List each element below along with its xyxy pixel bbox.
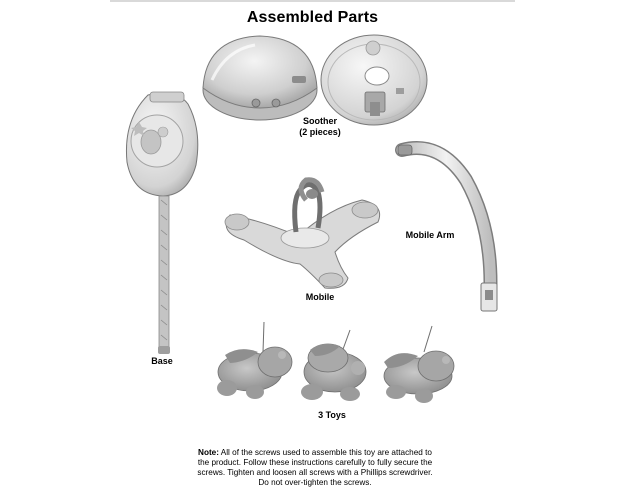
- note-line-1: All of the screws used to assemble this …: [218, 448, 432, 457]
- mobile-part: [224, 177, 381, 289]
- base-part: [125, 91, 199, 354]
- soother-label-line1: Soother: [302, 116, 337, 126]
- mobile-label: Mobile: [305, 292, 335, 302]
- note-line-2: the product. Follow these instructions c…: [197, 458, 433, 467]
- toy-1: [217, 321, 293, 399]
- toy-2: [301, 329, 367, 401]
- note-lead: Note:: [198, 448, 219, 457]
- note-line-4: Do not over-tighten the screws.: [258, 478, 372, 487]
- top-divider: [110, 0, 515, 2]
- assembly-note: Note: All of the screws used to assemble…: [170, 448, 460, 488]
- toy-3: [383, 325, 455, 403]
- soother-bottom-part: [320, 34, 428, 126]
- mobile-arm-label: Mobile Arm: [405, 230, 455, 240]
- base-label: Base: [151, 356, 173, 366]
- page-title: Assembled Parts: [246, 9, 379, 26]
- note-line-3: screws. Tighten and loosen all screws wi…: [197, 468, 433, 477]
- soother-top-part: [202, 35, 318, 121]
- mobile-arm-part: [395, 141, 498, 312]
- soother-label-line2: (2 pieces): [299, 127, 341, 137]
- soother-label: Soother (2 pieces): [296, 116, 344, 138]
- toys-label: 3 Toys: [318, 410, 346, 420]
